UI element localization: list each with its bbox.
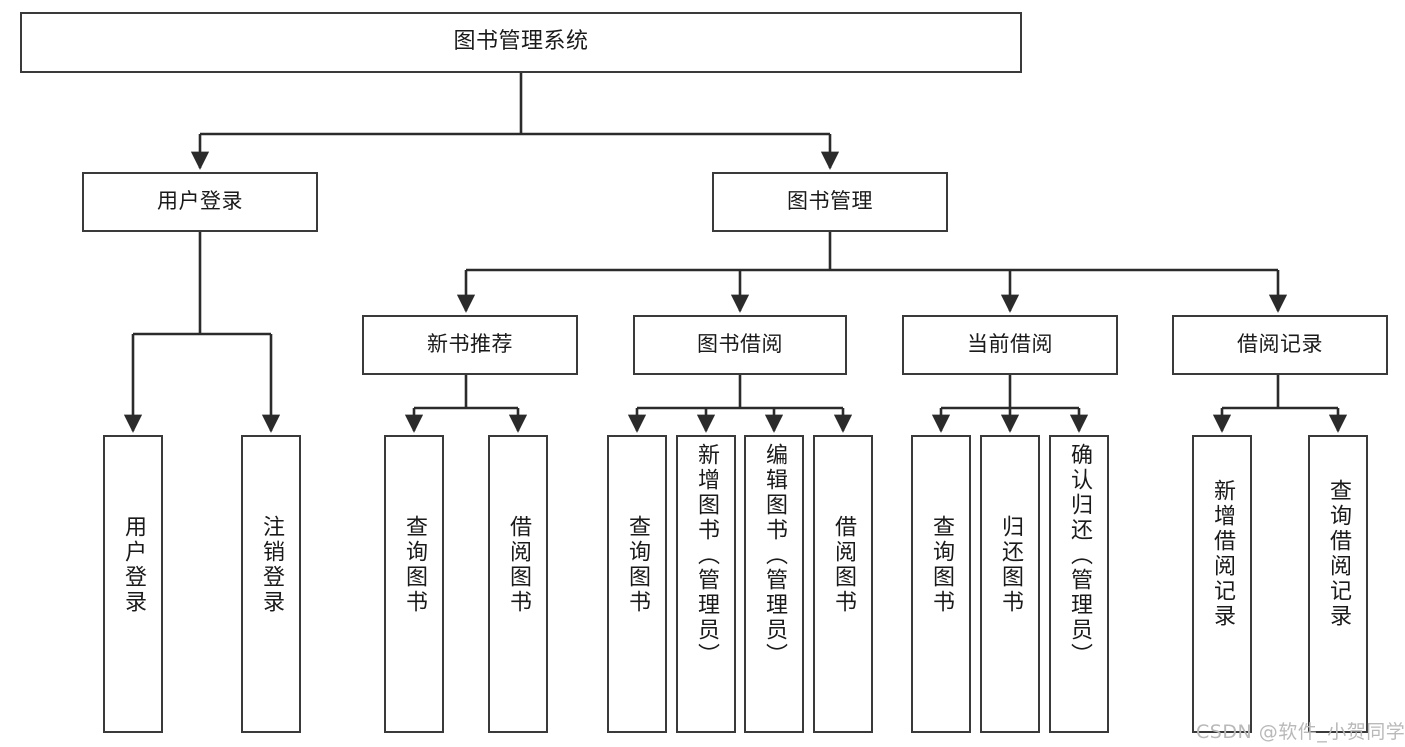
leaf-add-book[interactable]: 新增图书（管理员）: [676, 435, 736, 733]
leaf-borrow-book-1-label: 借阅图书: [506, 515, 531, 615]
node-current-borrow[interactable]: 当前借阅: [902, 315, 1118, 375]
leaf-borrow-book-1[interactable]: 借阅图书: [488, 435, 548, 733]
node-borrow-record-label: 借阅记录: [1237, 332, 1323, 357]
leaf-borrow-book-2-label: 借阅图书: [831, 515, 856, 615]
leaf-confirm-return[interactable]: 确认归还（管理员）: [1049, 435, 1109, 733]
watermark: CSDN @软件_小贺同学: [1196, 721, 1405, 743]
leaf-query-record-label: 查询借阅记录: [1326, 479, 1351, 629]
leaf-confirm-return-label: 确认归还（管理员）: [1067, 443, 1092, 668]
node-user-login-label: 用户登录: [157, 189, 243, 214]
leaf-add-record[interactable]: 新增借阅记录: [1192, 435, 1252, 733]
node-new-book-recommend-label: 新书推荐: [427, 332, 513, 357]
node-book-manage-label: 图书管理: [787, 189, 873, 214]
leaf-logout-login-label: 注销登录: [259, 515, 284, 615]
leaf-query-book-1-label: 查询图书: [402, 515, 427, 615]
leaf-return-book[interactable]: 归还图书: [980, 435, 1040, 733]
leaf-query-record[interactable]: 查询借阅记录: [1308, 435, 1368, 733]
leaf-add-book-label: 新增图书（管理员）: [694, 443, 719, 668]
node-new-book-recommend[interactable]: 新书推荐: [362, 315, 578, 375]
node-book-manage[interactable]: 图书管理: [712, 172, 948, 232]
leaf-user-login[interactable]: 用户登录: [103, 435, 163, 733]
leaf-return-book-label: 归还图书: [998, 515, 1023, 615]
node-current-borrow-label: 当前借阅: [967, 332, 1053, 357]
leaf-query-book-3-label: 查询图书: [929, 515, 954, 615]
node-root-label: 图书管理系统: [453, 29, 589, 55]
leaf-query-book-2[interactable]: 查询图书: [607, 435, 667, 733]
leaf-logout-login[interactable]: 注销登录: [241, 435, 301, 733]
leaf-edit-book[interactable]: 编辑图书（管理员）: [744, 435, 804, 733]
leaf-borrow-book-2[interactable]: 借阅图书: [813, 435, 873, 733]
leaf-query-book-1[interactable]: 查询图书: [384, 435, 444, 733]
node-book-borrow-label: 图书借阅: [697, 332, 783, 357]
leaf-query-book-2-label: 查询图书: [625, 515, 650, 615]
leaf-edit-book-label: 编辑图书（管理员）: [762, 443, 787, 668]
leaf-add-record-label: 新增借阅记录: [1210, 479, 1235, 629]
node-borrow-record[interactable]: 借阅记录: [1172, 315, 1388, 375]
leaf-user-login-label: 用户登录: [121, 515, 146, 615]
leaf-query-book-3[interactable]: 查询图书: [911, 435, 971, 733]
node-user-login[interactable]: 用户登录: [82, 172, 318, 232]
node-book-borrow[interactable]: 图书借阅: [633, 315, 847, 375]
node-root[interactable]: 图书管理系统: [20, 12, 1022, 73]
